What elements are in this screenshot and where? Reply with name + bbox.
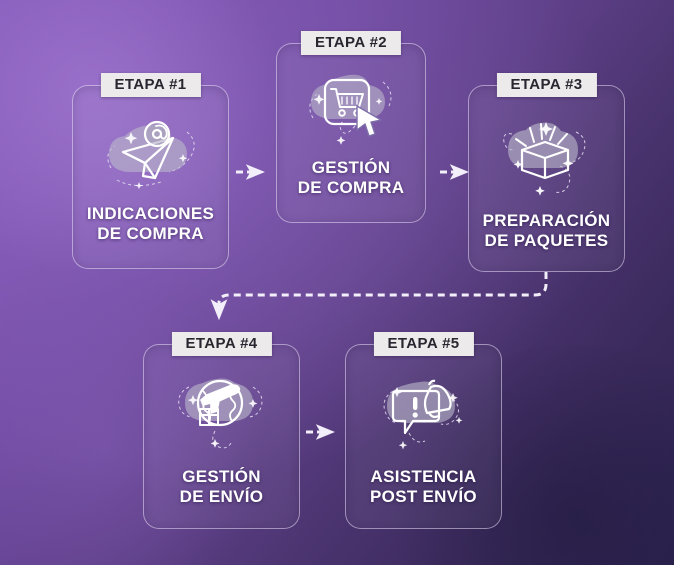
stage-card-1[interactable]: ETAPA #1 [72,73,229,269]
chat-bell-alert-icon [383,379,462,450]
stage-icon-1-wrap [73,108,228,194]
stage-label-2: GESTIÓN DE COMPRA [297,158,405,197]
email-paper-plane-icon [106,120,195,190]
stage-card-3[interactable]: ETAPA #3 [468,73,625,272]
stage-badge-4: ETAPA #4 [171,332,272,356]
arrow-stage3-to-stage4 [210,272,548,321]
stage-badge-1: ETAPA #1 [100,73,201,97]
stage-icon-2-wrap [277,64,425,150]
stage-icon-4-wrap [144,365,299,457]
stage-icon-3-wrap [469,108,624,200]
stage-label-4: GESTIÓN DE ENVÍO [179,467,264,506]
stage-card-2[interactable]: ETAPA #2 [276,31,426,223]
stage-card-5[interactable]: ETAPA #5 [345,332,502,529]
shopping-cart-cursor-icon [309,74,392,145]
stage-label-5: ASISTENCIA POST ENVÍO [370,467,477,506]
stage-badge-2: ETAPA #2 [300,31,402,55]
stage-badge-3: ETAPA #3 [496,73,597,97]
stage-badge-5: ETAPA #5 [373,332,474,356]
stage-label-3: PREPARACIÓN DE PAQUETES [482,211,611,250]
stage-icon-5-wrap [346,365,501,457]
stage-label-1: INDICACIONES DE COMPRA [86,204,215,243]
open-box-sparkles-icon [502,122,585,196]
globe-airplane-package-icon [177,378,262,449]
stage-card-4[interactable]: ETAPA #4 [143,332,300,529]
